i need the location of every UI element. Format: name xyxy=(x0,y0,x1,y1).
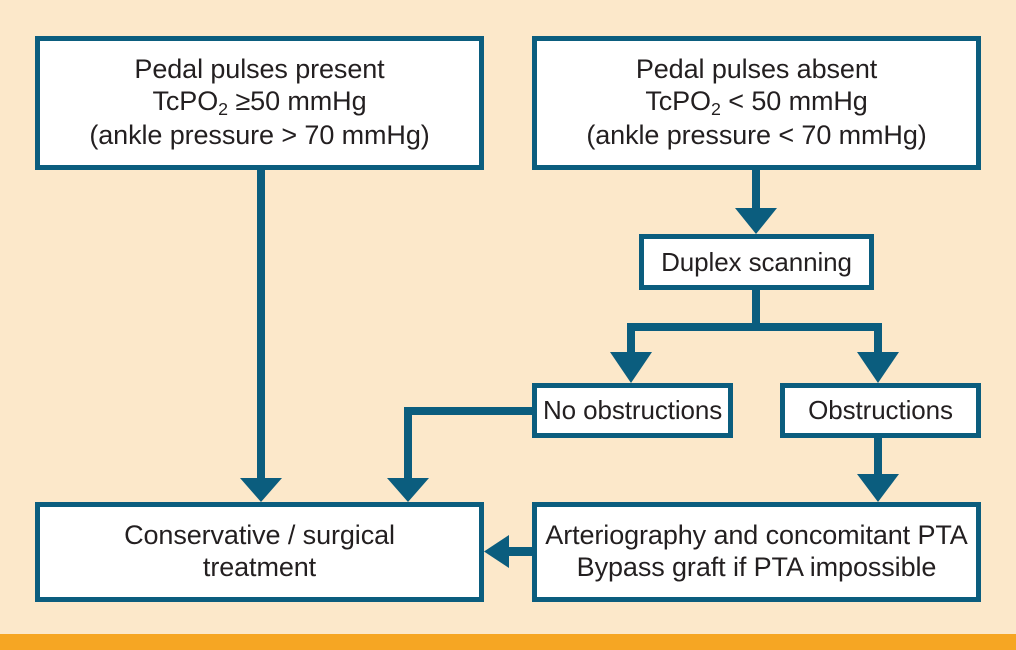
node-line-3: (ankle pressure > 70 mmHg) xyxy=(89,120,430,150)
node-line-1: Pedal pulses present xyxy=(134,54,385,85)
node-line-2-subscript: 2 xyxy=(218,98,229,119)
node-duplex-scanning[interactable]: Duplex scanning xyxy=(639,234,874,290)
node-text-block: Pedal pulses present TcPO2 ≥50 mmHg (ank… xyxy=(40,54,479,152)
node-line-2: TcPO2 < 50 mmHg xyxy=(543,86,970,120)
node-pedal-pulses-absent[interactable]: Pedal pulses absent TcPO2 < 50 mmHg (ank… xyxy=(532,36,981,170)
node-line-1: Conservative / surgical xyxy=(124,520,395,551)
node-line-2: TcPO2 ≥50 mmHg xyxy=(46,86,473,120)
node-text-block: Obstructions xyxy=(785,395,976,426)
node-text-block: Arteriography and concomitant PTA Bypass… xyxy=(537,520,976,584)
node-conservative-surgical-treatment[interactable]: Conservative / surgical treatment xyxy=(35,502,484,602)
node-label: Obstructions xyxy=(808,395,953,426)
node-arteriography-pta[interactable]: Arteriography and concomitant PTA Bypass… xyxy=(532,502,981,602)
node-line-2-post: < 50 mmHg xyxy=(720,86,868,116)
node-line-2-pre: TcPO xyxy=(645,86,711,116)
node-line-3: (ankle pressure < 70 mmHg) xyxy=(586,120,927,150)
node-pedal-pulses-present[interactable]: Pedal pulses present TcPO2 ≥50 mmHg (ank… xyxy=(35,36,484,170)
node-no-obstructions[interactable]: No obstructions xyxy=(532,383,733,438)
footer-accent-bar xyxy=(0,634,1016,650)
node-line-1: Pedal pulses absent xyxy=(635,54,878,85)
node-label: Duplex scanning xyxy=(661,246,852,277)
node-obstructions[interactable]: Obstructions xyxy=(780,383,981,438)
node-line-2-post: ≥50 mmHg xyxy=(228,86,367,116)
node-line-2: Bypass graft if PTA impossible xyxy=(576,552,937,582)
node-label: No obstructions xyxy=(543,395,723,426)
node-text-block: Pedal pulses absent TcPO2 < 50 mmHg (ank… xyxy=(537,54,976,152)
node-line-1: Arteriography and concomitant PTA xyxy=(545,520,968,551)
node-line-2-subscript: 2 xyxy=(710,98,721,119)
node-line-2-pre: TcPO xyxy=(152,86,219,116)
node-text-block: Conservative / surgical treatment xyxy=(40,520,479,584)
node-text-block: Duplex scanning xyxy=(644,247,869,278)
node-line-2: treatment xyxy=(202,552,317,582)
node-text-block: No obstructions xyxy=(537,395,728,426)
